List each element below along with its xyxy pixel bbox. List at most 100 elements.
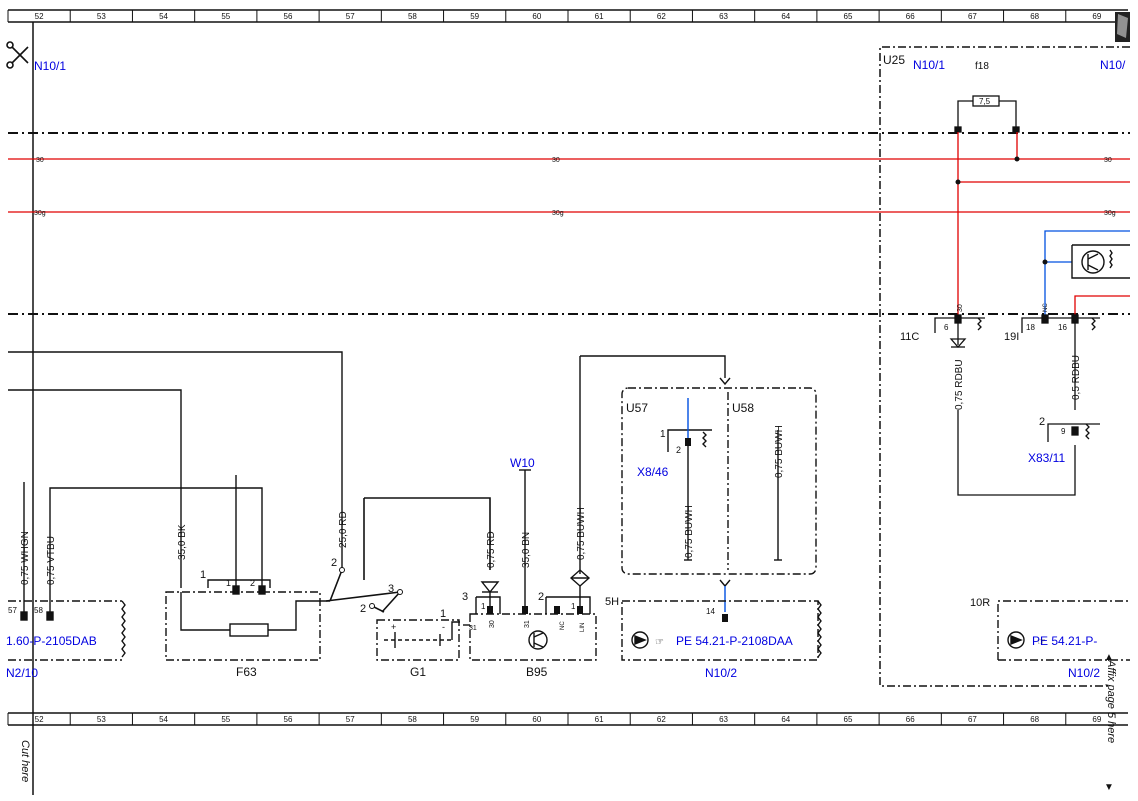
ruler-column-label: 59 <box>470 12 479 21</box>
ruler-column-label: 68 <box>1030 715 1039 724</box>
ruler-column-label: 55 <box>221 715 230 724</box>
bus-30g-label-left: 30g <box>34 210 46 217</box>
pin-2-sw2-label: 2 <box>360 603 366 615</box>
pin-1-f63b-label: 1 <box>226 578 231 588</box>
pin-14-label: 14 <box>706 607 715 616</box>
pin-2-x83-label: 2 <box>1039 416 1045 428</box>
module-right <box>997 600 1130 661</box>
n10-2-mid-label: N10/2 <box>705 666 737 680</box>
u25-block: U25 N10/1 N10/ f18 <box>879 46 1130 687</box>
ruler-column-label: 67 <box>968 12 977 21</box>
ruler-column-label: 61 <box>595 12 604 21</box>
connector-11c-label: 11C <box>900 331 919 343</box>
connector-19i-label: 19I <box>1004 331 1019 343</box>
pin-block <box>685 438 691 446</box>
battery-minus: - <box>442 622 445 632</box>
pin-block <box>554 606 560 614</box>
fuse-f18 <box>954 95 1020 133</box>
bus-30: 30 30 30 <box>8 157 1130 164</box>
pin-2-f63-label: 2 <box>250 578 255 588</box>
affix-arrow-top: ▲ <box>1104 652 1114 663</box>
pin-lin-b95-label: LIN <box>580 623 586 632</box>
bus-30-label-left: 30 <box>36 157 44 164</box>
n10-1-right-label: N10/1 <box>913 58 945 72</box>
u25-label: U25 <box>883 53 905 67</box>
battery-plus: + <box>391 622 396 632</box>
ruler-column-label: 55 <box>221 12 230 21</box>
pin-2-x846-label: 2 <box>676 445 681 455</box>
wire-rd-075-label: 0,75 RD <box>486 531 497 568</box>
ruler-column-label: 58 <box>408 12 417 21</box>
module-u57-u58 <box>621 377 817 588</box>
module-left <box>8 600 126 661</box>
pin-18-label: 18 <box>1026 323 1035 332</box>
pin-nc-b95-label: NC <box>560 621 566 630</box>
ruler-column-label: 66 <box>906 12 915 21</box>
pin-block <box>722 614 728 622</box>
ruler-column-label: 61 <box>595 715 604 724</box>
fuse-f18-value: 7,5 <box>979 97 991 106</box>
connector-5h-label: 5H <box>605 596 619 608</box>
hand-pointer-icon: ☞ <box>655 637 664 648</box>
ruler-column-label: 56 <box>284 715 293 724</box>
pin-2-sw-label: 2 <box>331 557 337 569</box>
affix-note-label: Affix page 5 here <box>1105 659 1117 743</box>
u25-red-wires <box>957 132 1130 318</box>
ref-pe-left: 1.60-P-2105DAB <box>6 634 97 648</box>
ruler-column-label: 54 <box>159 715 168 724</box>
wire-rdbu-left-label: 0,75 RDBU <box>954 359 965 410</box>
bus-30g: 30g 30g 30g <box>8 210 1130 217</box>
connector-x83-11 <box>1047 423 1100 442</box>
n10-2-left-label: N2/10 <box>6 666 38 680</box>
ruler-column-label: 52 <box>35 12 44 21</box>
u57-label: U57 <box>626 401 648 415</box>
ruler-column-label: 60 <box>532 715 541 724</box>
ruler-column-label: 56 <box>284 12 293 21</box>
connector-11c <box>934 314 985 348</box>
ruler-column-label: 57 <box>346 715 355 724</box>
pin-1-f63-label: 1 <box>200 569 206 581</box>
contact-dot <box>369 603 375 609</box>
left-wires <box>8 351 343 612</box>
pin-block <box>522 606 528 614</box>
ruler-column-label: 67 <box>968 715 977 724</box>
wire-buwh-u58-label: 0,75 BUWH <box>774 425 785 478</box>
module-b95 <box>463 355 726 661</box>
ruler-column-label: 53 <box>97 12 106 21</box>
bus-30g-label-mid: 30g <box>552 210 564 217</box>
ruler-column-label: 69 <box>1092 12 1101 21</box>
ruler-column-label: 65 <box>844 12 853 21</box>
bus-30g-label-right: 30g <box>1104 210 1116 217</box>
x8-46-label: X8/46 <box>637 465 669 479</box>
b95-label: B95 <box>526 665 548 679</box>
pin-6-label: 6 <box>944 323 949 332</box>
wire-buwh-label: 0,75 BUWH <box>576 507 587 560</box>
wire-bk-label: 35,0 BK <box>177 524 188 560</box>
sensor-icon <box>1071 244 1130 279</box>
rdbu-wires <box>957 410 1076 496</box>
ruler-column-label: 62 <box>657 12 666 21</box>
wire-whgn-label: 0,75 WHGN <box>20 531 31 585</box>
wire-bn-label: 35,0 BN <box>521 532 532 568</box>
ruler-column-label: 59 <box>470 715 479 724</box>
pin-nc-label: NC <box>1043 303 1049 312</box>
ruler-column-label: 54 <box>159 12 168 21</box>
f18-label: f18 <box>975 61 989 72</box>
x83-11-label: X83/11 <box>1028 451 1065 465</box>
wire-buwh-x846-label: 0,75 BUWH <box>684 505 695 558</box>
wire-rdbu-right-label: 0,5 RDBU <box>1071 355 1082 400</box>
connector-19i <box>1021 314 1100 410</box>
ruler-column-label: 69 <box>1092 715 1101 724</box>
ruler-column-label: 63 <box>719 715 728 724</box>
pin-31-b95-label: 31 <box>524 620 531 628</box>
pin-2-b95-label: 2 <box>538 591 544 603</box>
ref-pe-right: PE 54.21-P- <box>1032 634 1097 648</box>
pin-1-b95b-label: 1 <box>571 602 576 611</box>
contact-dot <box>397 589 403 595</box>
junction-dot <box>1014 156 1020 162</box>
bus-30-label-mid: 30 <box>552 157 560 164</box>
pin-3-sw-label: 3 <box>388 583 394 595</box>
pin-58-label: 58 <box>34 606 43 615</box>
contact-dot <box>339 567 345 573</box>
